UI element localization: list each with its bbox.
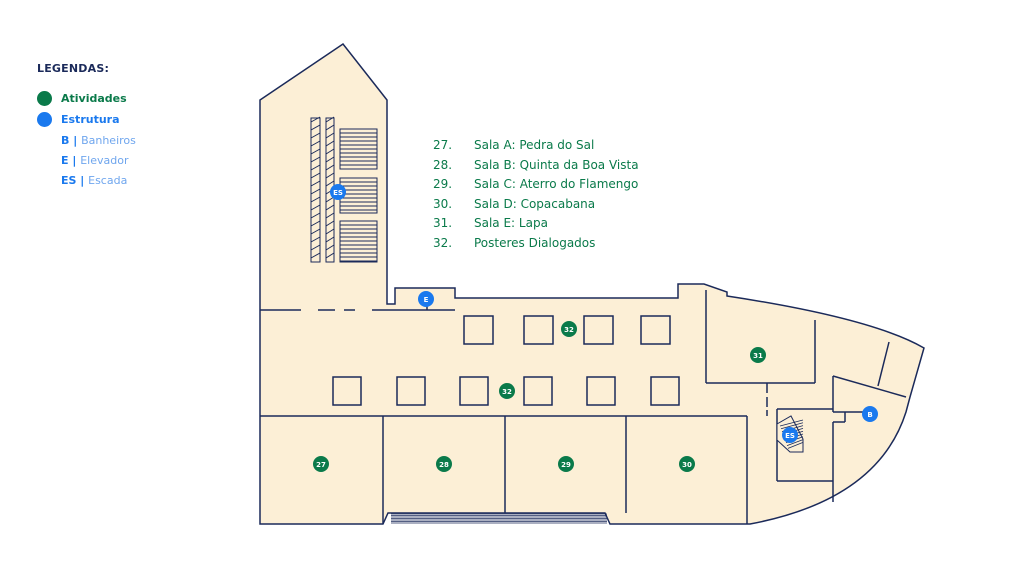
legend-item-name: Elevador [80,154,129,167]
legend-structure: Estrutura [37,110,136,128]
legend-item-stairs: ES | Escada [61,174,128,187]
elevator-marker[interactable]: E [418,291,434,307]
legend-activities: Atividades [37,89,136,107]
room-item-32[interactable]: 32.Posteres Dialogados [433,235,596,250]
activity-marker-32-upper[interactable]: 32 [561,321,577,337]
stairs-marker-tower[interactable]: ES [330,184,346,200]
legend-item-code: B [61,134,70,147]
activity-marker-29[interactable]: 29 [558,456,574,472]
bathroom-marker[interactable]: B [862,406,878,422]
activity-marker-31[interactable]: 31 [750,347,766,363]
activity-marker-32-lower[interactable]: 32 [499,383,515,399]
activity-marker-30[interactable]: 30 [679,456,695,472]
room-item-30[interactable]: 30.Sala D: Copacabana [433,196,596,211]
tower-staircase [310,116,378,263]
room-list: 27.Sala A: Pedra do Sal 28.Sala B: Quint… [433,136,639,253]
legend-item-elevator: E | Elevador [61,154,129,167]
legend-item-name: Banheiros [81,134,136,147]
legend-item-name: Escada [88,174,128,187]
room-item-29[interactable]: 29.Sala C: Aterro do Flamengo [433,177,639,191]
svg-text:31: 31 [753,352,763,360]
svg-text:32: 32 [502,388,512,396]
green-dot-icon [37,90,52,106]
legend-item-code: ES [61,174,77,187]
svg-text:E: E [424,296,429,304]
svg-text:ES: ES [333,189,343,197]
activity-marker-28[interactable]: 28 [436,456,452,472]
interior-walls [260,290,907,524]
stairs-marker-east[interactable]: ES [782,427,798,443]
svg-text:30: 30 [682,461,692,469]
svg-text:32: 32 [564,326,574,334]
legend-item-code: E [61,154,69,167]
svg-text:28: 28 [439,461,449,469]
legend-structure-label: Estrutura [61,112,120,126]
poster-panels [332,315,680,406]
legend-title: LEGENDAS: [37,62,110,75]
activity-marker-27[interactable]: 27 [313,456,329,472]
legend-activities-label: Atividades [61,91,127,105]
room-item-31[interactable]: 31.Sala E: Lapa [433,216,548,230]
room-item-27[interactable]: 27.Sala A: Pedra do Sal [433,138,595,152]
map-legend: LEGENDAS: Atividades Estrutura B | Banhe… [37,62,136,191]
entrance-steps [391,513,607,524]
svg-text:ES: ES [785,432,795,440]
svg-text:27: 27 [316,461,326,469]
room-item-28[interactable]: 28.Sala B: Quinta da Boa Vista [433,157,639,172]
legend-item-bathrooms: B | Banheiros [61,134,136,147]
svg-text:B: B [867,411,872,419]
svg-text:29: 29 [561,461,571,469]
building-outline [259,42,925,525]
blue-dot-icon [37,111,52,127]
